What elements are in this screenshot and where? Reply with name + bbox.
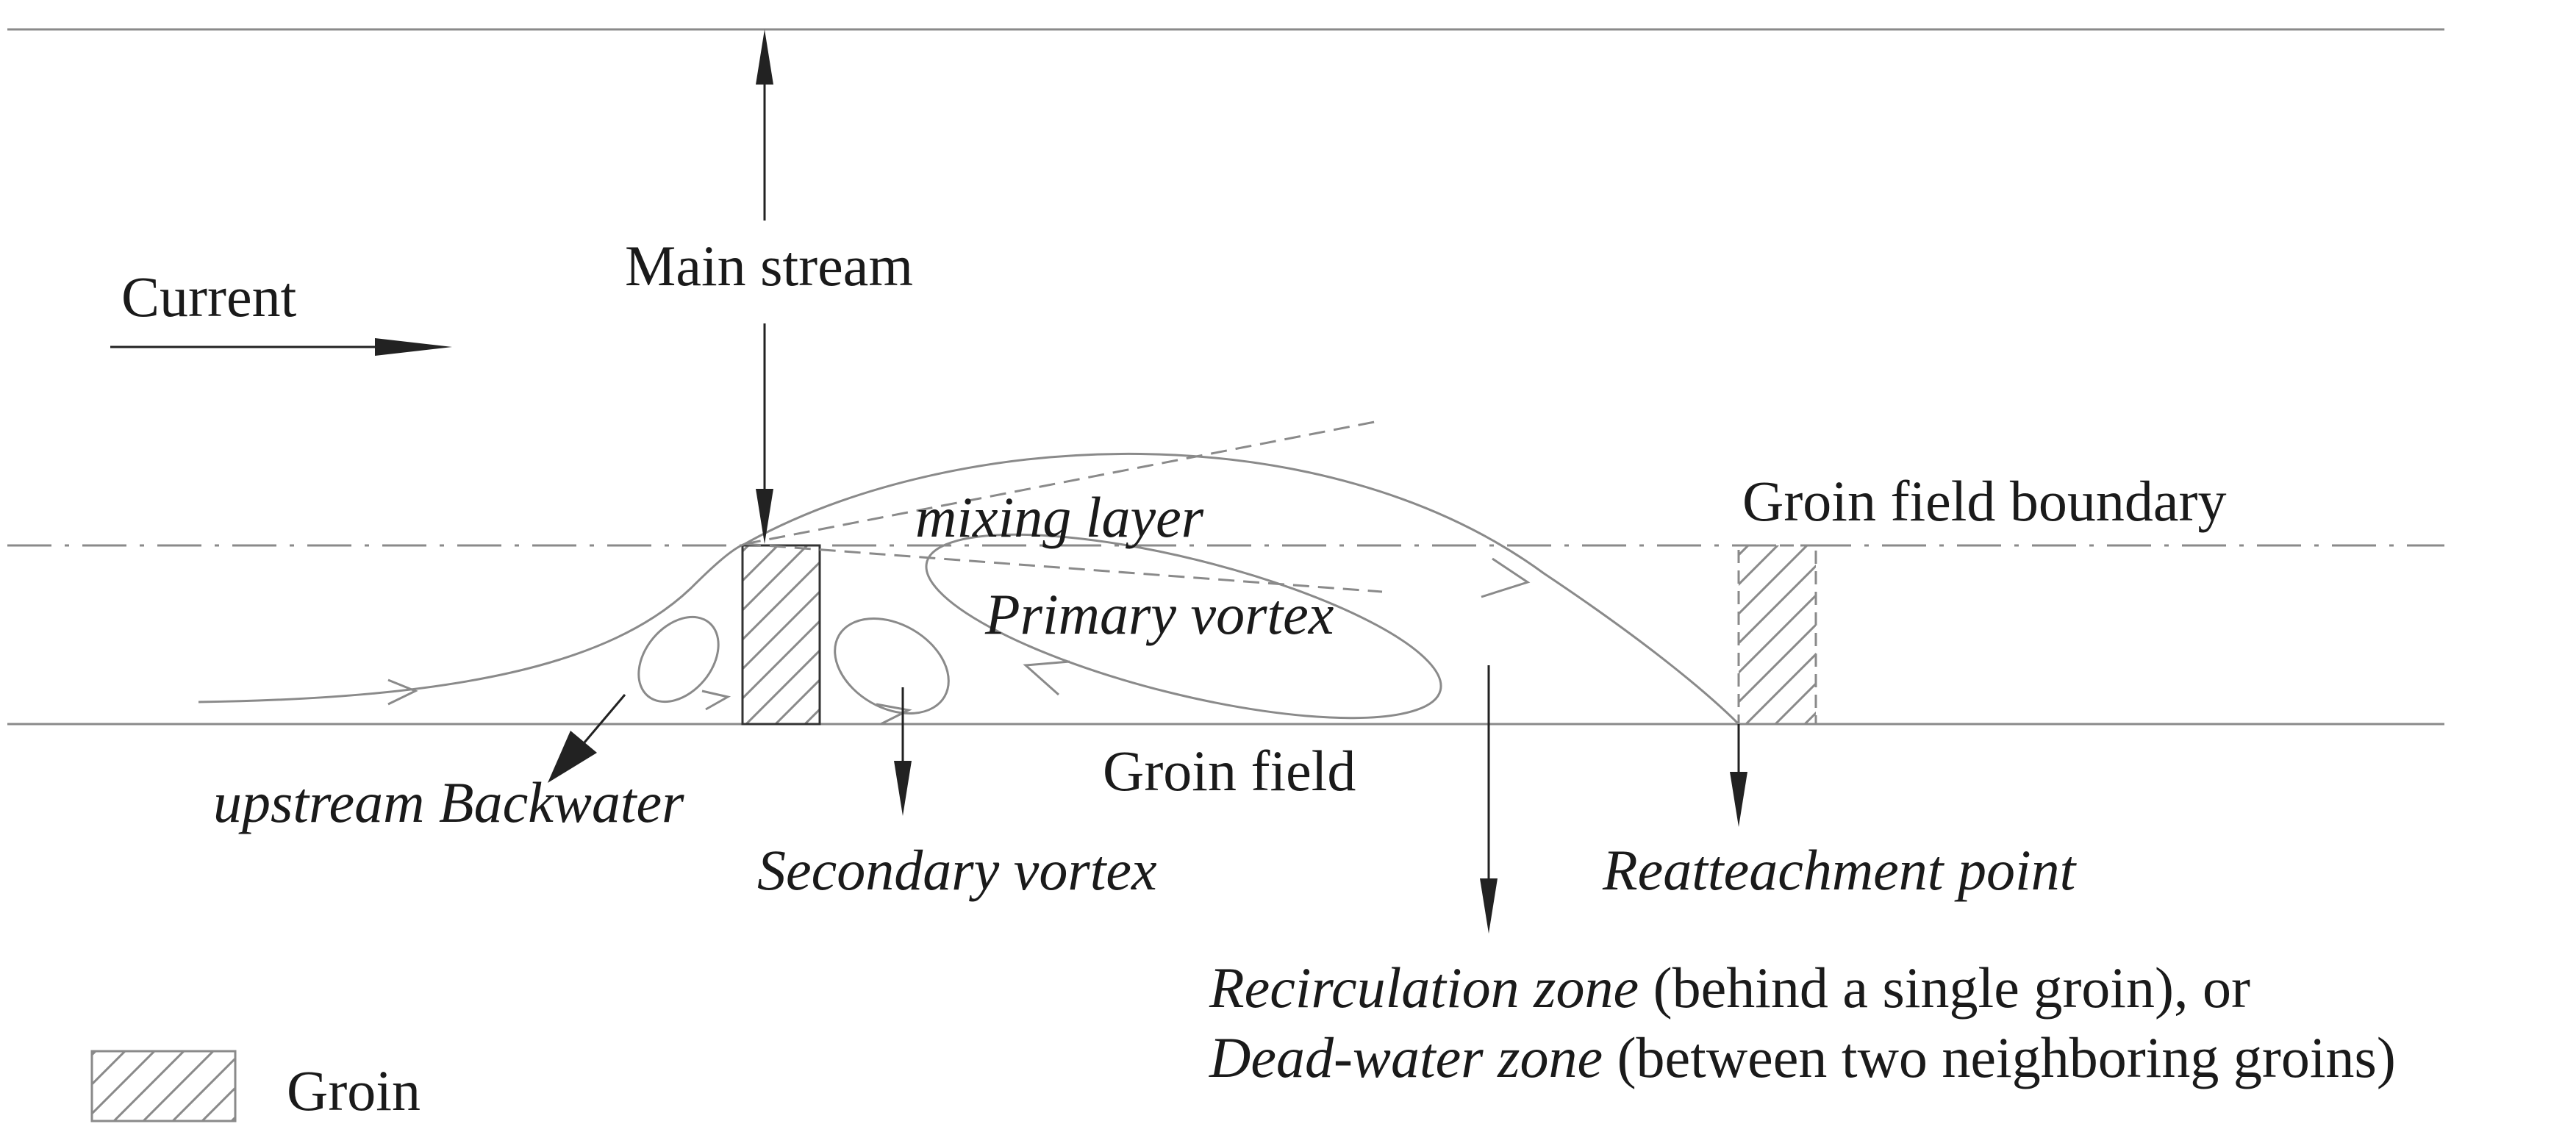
- separation-streamline: [744, 452, 1740, 726]
- mixing-layer-label: mixing layer: [915, 485, 1204, 549]
- upstream-backwater-leader-head: [548, 731, 597, 783]
- current-label: Current: [121, 265, 297, 329]
- secondary-vortex-leader-head: [894, 761, 912, 816]
- primary-vortex-label: Primary vortex: [984, 582, 1334, 646]
- upstream-backwater-ellipse: [637, 615, 720, 703]
- recirculation-zone-term: Recirculation zone: [1209, 956, 1639, 1020]
- groin-downstream: [1737, 544, 1817, 726]
- approach-streamline: [198, 542, 745, 703]
- legend-groin-swatch: [90, 1050, 237, 1122]
- current-arrow-head: [375, 338, 452, 356]
- secondary-vortex-label: Secondary vortex: [757, 838, 1157, 902]
- primary-vortex-ellipse: [925, 533, 1442, 720]
- reattachment-point-label: Reatteachment point: [1602, 838, 2078, 902]
- reattachment-leader-head: [1730, 772, 1747, 827]
- groin-field-boundary-label: Groin field boundary: [1742, 469, 2227, 533]
- separation-streamline-arrowhead: [1481, 557, 1531, 598]
- dead-water-zone-term: Dead-water zone: [1209, 1025, 1603, 1089]
- recirculation-zone-line: Recirculation zone (behind a single groi…: [1209, 956, 2250, 1020]
- dead-water-zone-line: Dead-water zone (between two neighboring…: [1209, 1025, 2396, 1089]
- recirculation-zone-note: (behind a single groin), or: [1639, 956, 2250, 1020]
- upstream-backwater-leader: [583, 694, 626, 743]
- upstream-backwater-label: upstream Backwater: [213, 770, 684, 834]
- main-stream-label: Main stream: [625, 234, 913, 298]
- main-stream-up-arrow-head: [756, 29, 773, 85]
- secondary-vortex-ellipse: [834, 617, 950, 715]
- main-stream-down-arrow-head: [756, 489, 773, 544]
- approach-streamline-arrowhead: [387, 678, 418, 706]
- recirculation-leader-head: [1480, 878, 1498, 934]
- groin-field-label: Groin field: [1103, 739, 1356, 803]
- secondary-vortex-arrowhead: [876, 703, 912, 726]
- mixing-layer-upper-edge: [744, 419, 1383, 545]
- legend-groin-label: Groin: [287, 1059, 421, 1122]
- upstream-backwater-arrowhead: [701, 690, 731, 711]
- primary-vortex-arrowhead: [1023, 660, 1070, 696]
- dead-water-zone-note: (between two neighboring groins): [1603, 1025, 2396, 1089]
- groin-upstream: [741, 544, 821, 726]
